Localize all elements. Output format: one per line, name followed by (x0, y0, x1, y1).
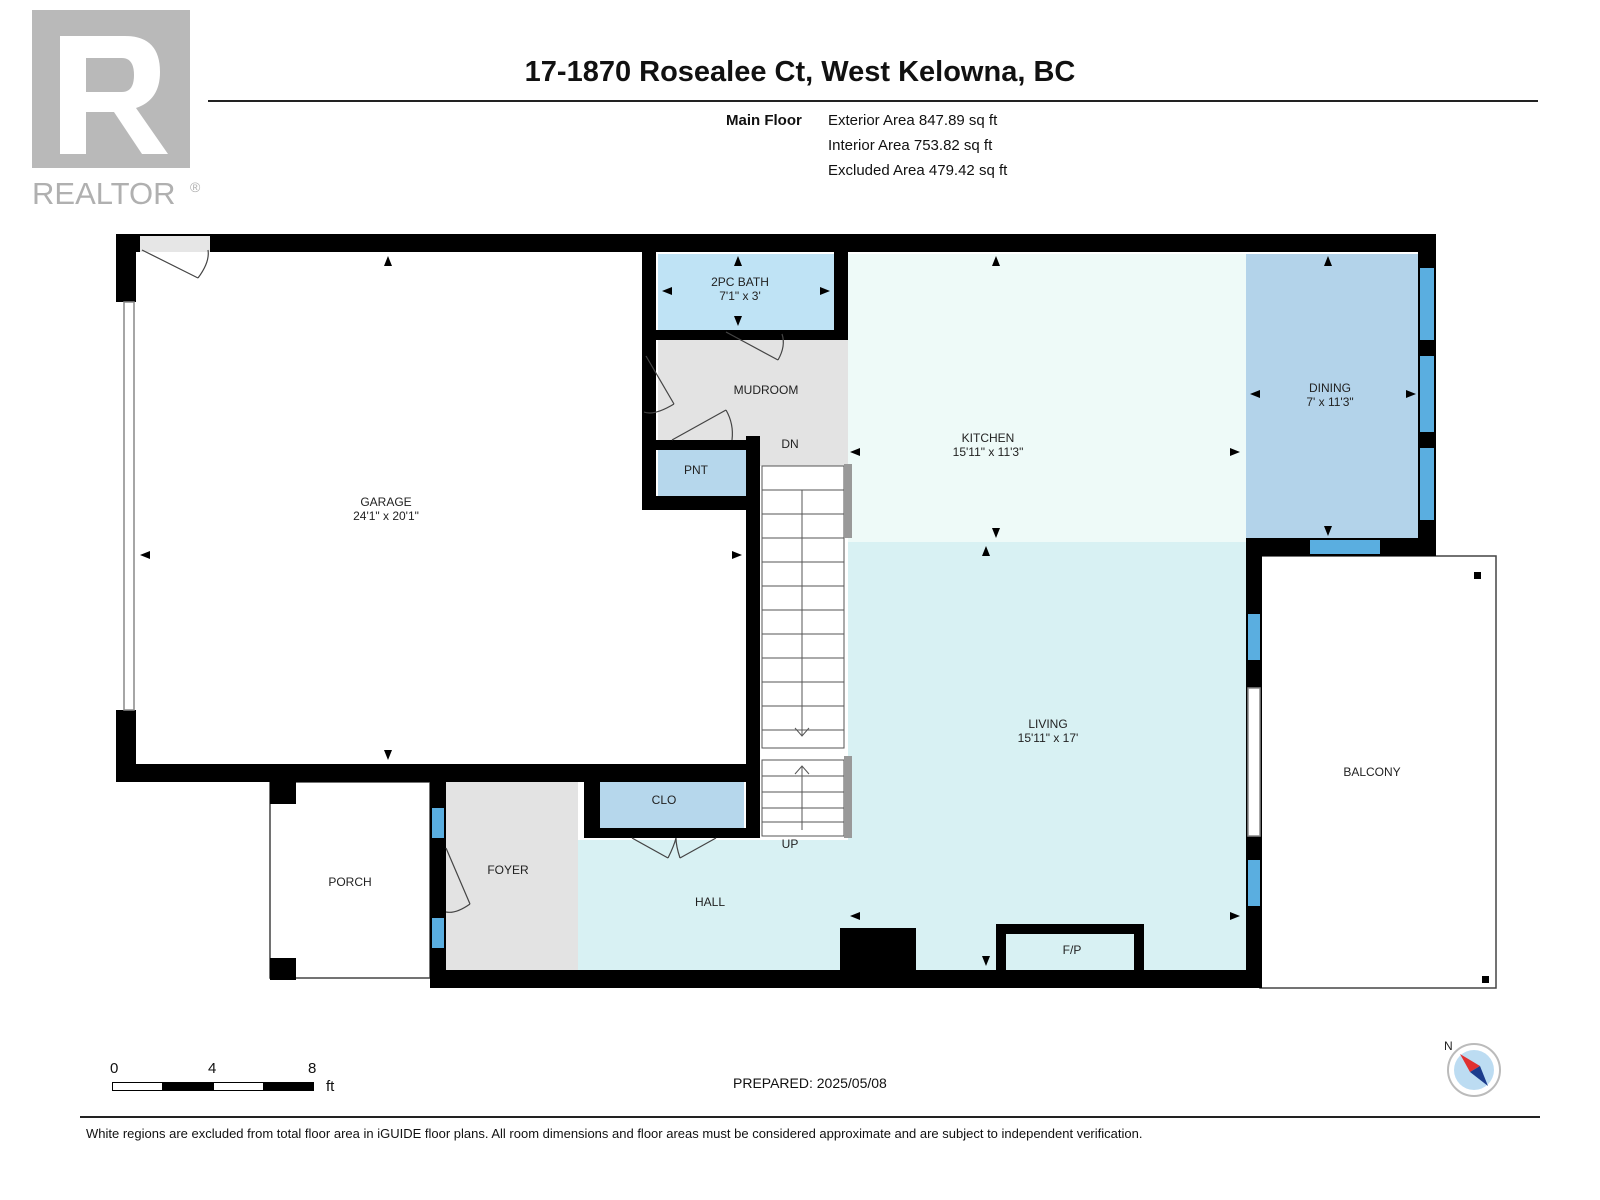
room-name-garage: GARAGE (360, 495, 411, 509)
scale-segment (263, 1082, 314, 1091)
realtor-wordmark: REALTOR (32, 176, 176, 211)
room-name-clo: CLO (652, 793, 677, 807)
garage-door (123, 301, 135, 711)
sliding-door (1247, 687, 1261, 837)
staircase (761, 465, 845, 837)
scale-tick-4: 4 (208, 1060, 217, 1077)
dining-fill (1246, 254, 1422, 542)
hall-fill (578, 840, 848, 974)
foyer-fill (446, 782, 578, 974)
living-fill (848, 542, 1246, 974)
closet-fill (594, 782, 744, 832)
room-name-dining: DINING (1309, 381, 1351, 395)
scale-segment (162, 1082, 213, 1091)
compass-icon: N (1440, 1036, 1504, 1100)
scale-unit: ft (326, 1078, 335, 1095)
footer-divider (80, 1116, 1540, 1118)
title-divider (208, 100, 1538, 102)
bath-fill (658, 254, 834, 330)
room-dims-bath: 7'1" x 3' (719, 289, 761, 303)
stair-rail-upper (844, 464, 852, 538)
room-dims-garage: 24'1" x 20'1" (353, 509, 419, 523)
room-name-balcony: BALCONY (1343, 765, 1400, 779)
porch-post (270, 958, 296, 980)
dimension-arrows (140, 256, 1416, 966)
room-name-bath: 2PC BATH (711, 275, 769, 289)
room-dims-dining: 7' x 11'3" (1306, 395, 1353, 409)
footer-note: White regions are excluded from total fl… (86, 1126, 1143, 1141)
room-name-hall: HALL (695, 895, 725, 909)
room-name-living: LIVING (1028, 717, 1067, 731)
scale-tick-0: 0 (110, 1060, 119, 1077)
room-dims-kitchen: 15'11" x 11'3" (953, 445, 1024, 459)
scale-segment (213, 1082, 265, 1091)
stair-landing-fill (758, 444, 848, 466)
stair-down-label: DN (781, 437, 798, 451)
kitchen-fill (848, 254, 1246, 542)
stair-up-label: UP (782, 837, 799, 851)
room-name-mudroom: MUDROOM (734, 383, 799, 397)
balcony-post (1474, 572, 1481, 579)
room-name-fp: F/P (1063, 943, 1082, 957)
scale-tick-8: 8 (308, 1060, 317, 1077)
exterior-area: Exterior Area 847.89 sq ft (828, 112, 998, 129)
porch-post (270, 782, 296, 804)
scale-segment (112, 1082, 164, 1091)
mudroom-fill (658, 338, 848, 444)
compass-north-label: N (1444, 1039, 1453, 1053)
room-name-pnt: PNT (684, 463, 709, 477)
stair-rail-lower (844, 756, 852, 838)
room-name-kitchen: KITCHEN (962, 431, 1015, 445)
prepared-date: PREPARED: 2025/05/08 (733, 1075, 887, 1091)
scale-bar: 0 4 8 ft (108, 1060, 348, 1100)
room-name-foyer: FOYER (487, 863, 529, 877)
balcony-post (1482, 976, 1489, 983)
room-dims-living: 15'11" x 17' (1018, 731, 1079, 745)
registered-mark: ® (190, 179, 201, 195)
excluded-area: Excluded Area 479.42 sq ft (828, 162, 1008, 179)
interior-area: Interior Area 753.82 sq ft (828, 137, 993, 154)
windows (432, 268, 1434, 948)
room-name-porch: PORCH (328, 875, 371, 889)
realtor-logo: REALTOR ® (30, 8, 210, 218)
floor-label: Main Floor (726, 112, 802, 129)
pantry-fill (658, 450, 754, 500)
door-swings (140, 236, 784, 913)
page-title: 17-1870 Rosealee Ct, West Kelowna, BC (524, 56, 1076, 88)
